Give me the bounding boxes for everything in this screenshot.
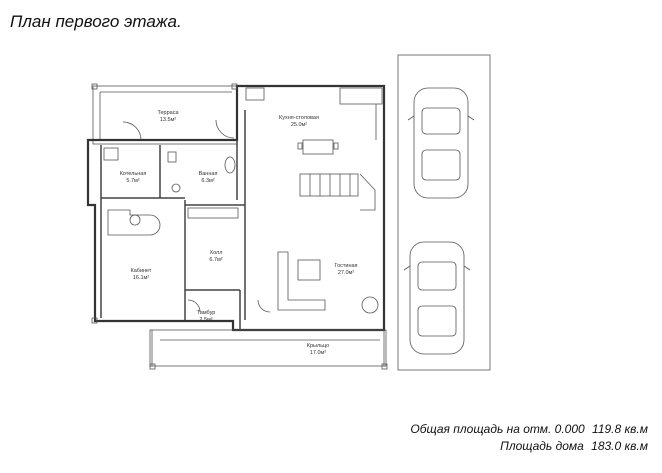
- car-icon: [407, 87, 475, 199]
- total-area-line: Общая площадь на отм. 0.000 119.8 кв.м: [410, 422, 648, 436]
- driveway: [397, 54, 491, 371]
- room-name-terrace: Терраса: [157, 110, 179, 116]
- room-name-office: Кабинет: [131, 268, 152, 274]
- room-area-bath: 6.3м²: [201, 178, 214, 184]
- house-area-value: 183.0 кв.м: [591, 439, 648, 453]
- car-icon: [403, 241, 471, 355]
- room-area-vestibule: 2.5м²: [199, 317, 212, 323]
- room-name-hall: Холл: [210, 250, 223, 256]
- room-name-kitchen: Кухня-столовая: [279, 115, 319, 121]
- room-name-vestibule: Тамбур: [197, 310, 216, 316]
- room-area-kitchen: 25.0м²: [291, 122, 307, 128]
- room-area-living: 27.0м²: [338, 270, 354, 276]
- total-area-value: 119.8 кв.м: [592, 422, 648, 436]
- room-area-hall: 6.7м²: [209, 257, 222, 263]
- room-area-terrace: 13.5м²: [160, 117, 176, 123]
- page-title: План первого этажа.: [10, 12, 182, 31]
- total-area-label: Общая площадь на отм. 0.000: [410, 422, 585, 436]
- room-area-boiler: 5.7м²: [126, 178, 139, 184]
- room-name-bath: Ванная: [199, 171, 218, 177]
- room-name-porch: Крыльцо: [307, 343, 329, 349]
- house-area-label: Площадь дома: [500, 439, 584, 453]
- house-walls: [86, 84, 386, 332]
- porch-area: [149, 329, 387, 367]
- house-area-line: Площадь дома 183.0 кв.м: [500, 439, 648, 453]
- room-name-boiler: Котельная: [120, 171, 147, 177]
- room-area-office: 16.1м²: [133, 275, 149, 281]
- room-name-living: Гостиная: [334, 263, 357, 269]
- room-area-porch: 17.0м²: [310, 350, 326, 356]
